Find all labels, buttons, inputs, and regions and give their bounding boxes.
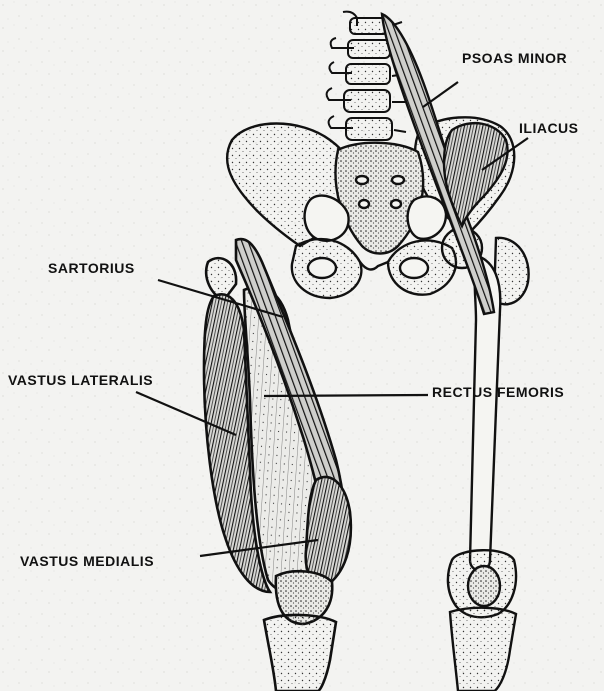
label-vastus-medialis: VASTUS MEDIALIS [20, 554, 154, 568]
label-iliacus: ILIACUS [519, 121, 579, 135]
label-sartorius: SARTORIUS [48, 261, 135, 275]
label-vastus-lateralis: VASTUS LATERALIS [8, 373, 153, 387]
label-psoas-minor: PSOAS MINOR [462, 51, 567, 65]
label-rectus-femoris: RECTUS FEMORIS [432, 385, 564, 399]
leader-rectus-femoris [264, 395, 428, 396]
